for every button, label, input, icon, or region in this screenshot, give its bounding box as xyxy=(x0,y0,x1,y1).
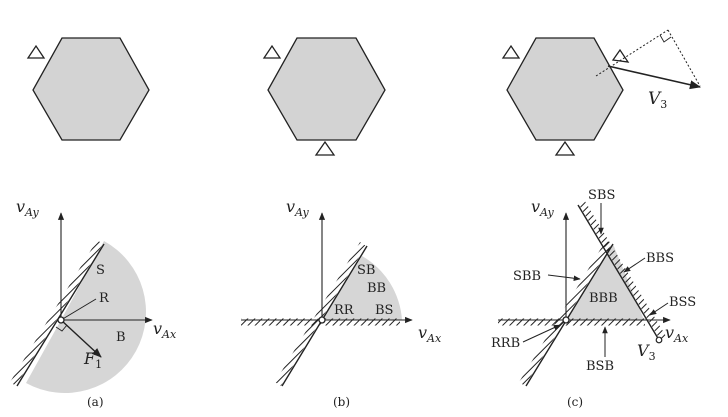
origin-c xyxy=(562,316,570,324)
velocity-label-top: V3 xyxy=(648,89,667,111)
region-label-SBS: SBS xyxy=(588,188,615,203)
caption-b: (b) xyxy=(333,395,350,409)
friction-line-b xyxy=(281,245,368,387)
region-label-RR: RR xyxy=(334,303,355,318)
region-label-S: S xyxy=(96,263,105,278)
pointer-SBB xyxy=(547,274,581,281)
friction-line-a xyxy=(16,243,105,387)
region-label-RRB: RRB xyxy=(491,336,520,351)
support-c-right xyxy=(611,48,630,63)
region-label-B: B xyxy=(116,330,126,345)
panel-a: S R B F1 vAy vAx (a) xyxy=(10,197,177,409)
region-label-BS: BS xyxy=(375,303,393,318)
origin-a xyxy=(57,316,65,324)
dotted-construction-2 xyxy=(667,29,701,87)
region-label-BBS: BBS xyxy=(646,251,674,266)
region-label-R: R xyxy=(99,291,110,306)
region-a-shaded xyxy=(26,241,147,394)
region-label-BBB: BBB xyxy=(589,291,618,306)
support-a-left xyxy=(26,44,46,59)
friction-line-a-hatch xyxy=(10,240,103,386)
y-axis-label-b: vAy xyxy=(286,197,310,219)
y-axis-label-c: vAy xyxy=(531,197,555,219)
hexagon-b xyxy=(267,37,386,141)
x-axis-label-b: vAx xyxy=(418,323,442,345)
x-axis-label-a: vAx xyxy=(153,319,177,341)
right-angle-mark-a xyxy=(55,324,68,332)
support-b-bottom xyxy=(314,140,336,156)
velocity-point-c xyxy=(655,336,663,344)
x-axis-label-c: vAx xyxy=(665,323,689,345)
velocity-label-c: V3 xyxy=(637,341,656,363)
friction-line-c2 xyxy=(577,204,660,341)
region-c-triangle xyxy=(566,244,644,320)
hexagon-b-group xyxy=(262,37,386,156)
region-label-SBB: SBB xyxy=(513,269,541,284)
friction-line-c2-hatch xyxy=(578,201,667,340)
support-c-left xyxy=(501,44,521,59)
hexagon-a-group xyxy=(26,37,150,141)
right-angle-mark-top xyxy=(659,34,672,43)
panel-b: SB BB RR BS vAy vAx (b) xyxy=(241,197,442,409)
hexagon-c-group: V3 xyxy=(501,29,702,156)
dotted-construction-1 xyxy=(595,29,669,77)
caption-a: (a) xyxy=(87,395,104,409)
friction-line-c1-hatch xyxy=(519,240,612,386)
velocity-arrow-top xyxy=(607,65,702,90)
region-label-BB: BB xyxy=(367,281,386,296)
y-axis-label-a: vAy xyxy=(16,197,40,219)
normal-arrow-a xyxy=(60,298,97,321)
region-label-SB: SB xyxy=(357,263,375,278)
wrench-label-a: F1 xyxy=(83,349,102,371)
pointer-BBS xyxy=(623,257,646,273)
friction-line-c1 xyxy=(525,243,614,387)
pointer-RRB xyxy=(522,324,561,343)
pointer-BSS xyxy=(649,302,669,316)
wrench-arrow-a xyxy=(60,319,102,358)
region-label-BSB: BSB xyxy=(586,359,614,374)
friction-line-b-hatch xyxy=(275,242,366,386)
panel-c: SBS BBS SBB BBB BSS RRB BSB V3 vAy vAx (… xyxy=(491,188,696,409)
support-b-left xyxy=(262,44,282,59)
support-c-bottom xyxy=(554,140,576,156)
hexagon-c xyxy=(506,37,624,141)
region-label-BSS: BSS xyxy=(669,295,696,310)
hexagon-a xyxy=(32,37,150,141)
origin-b xyxy=(318,316,326,324)
region-b-shaded xyxy=(322,256,402,320)
caption-c: (c) xyxy=(567,395,583,409)
